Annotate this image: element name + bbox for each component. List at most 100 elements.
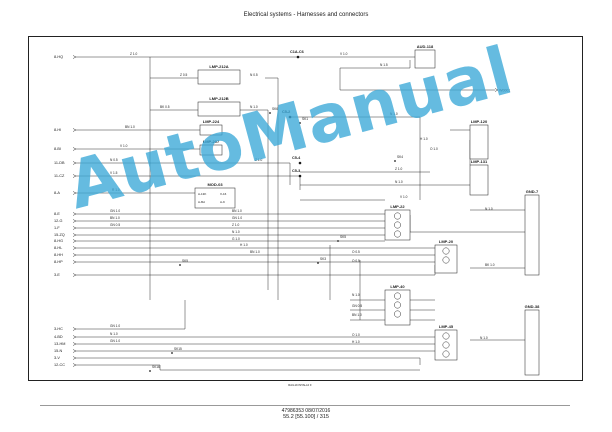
lamp-icon — [394, 212, 401, 220]
connector-arrow-icon — [72, 349, 77, 353]
connector-arrow-icon — [72, 55, 77, 59]
wire-label: Z 1.0 — [130, 52, 137, 56]
footer-code: 47986353 08/07/2016 — [281, 408, 331, 414]
connector-arrow-icon — [72, 273, 77, 277]
wire-label: Z 0.5 — [180, 73, 187, 77]
connector-arrow-icon — [72, 253, 77, 257]
connector-dot-icon — [288, 115, 292, 119]
splice-dot-icon — [149, 370, 151, 372]
connector-arrow-icon — [72, 226, 77, 230]
component-label: LMP-131 — [471, 159, 488, 164]
wire-label: R 1.0 — [112, 188, 120, 192]
wire — [76, 357, 421, 365]
module-pin-label: A-8H — [198, 200, 205, 204]
connector-arrow-icon — [72, 191, 77, 195]
connector-arrow-icon — [72, 356, 77, 360]
component-label: LMP-20 — [439, 239, 454, 244]
wire-label: GN 1.0 — [232, 216, 242, 220]
left-connector-label: 3-V — [54, 356, 60, 360]
wire — [339, 68, 495, 91]
left-connector-label: 8-E — [54, 212, 60, 216]
component-label: GND-38 — [525, 304, 540, 309]
component-label: LMP-120 — [471, 119, 488, 124]
connector-arrow-icon — [72, 128, 77, 132]
inline-connector-label: C5-3 — [292, 169, 300, 173]
wire-label: GN 1.0 — [110, 339, 120, 343]
splice-label: SK16 — [152, 365, 160, 369]
left-connector-label: 12-G — [54, 219, 62, 223]
left-connector-label: 8-HP — [54, 260, 63, 264]
component-box — [434, 244, 458, 274]
wire-label: O 1.0 — [352, 333, 360, 337]
splice-label: SK6 — [272, 107, 278, 111]
wire-label: O 1.0 — [430, 147, 438, 151]
wire-label: V 1.0 — [120, 144, 128, 148]
connector-arrow-icon — [72, 246, 77, 250]
diagram-reference: RAIL19 INTALL0 F — [288, 383, 312, 387]
connector-arrow-icon — [72, 233, 77, 237]
splice-dot-icon — [394, 160, 396, 162]
component-label: LMP-212B — [209, 96, 228, 101]
left-connector-label: 8-HQ — [54, 55, 63, 59]
wire-label: BN 1.0 — [352, 313, 362, 317]
splice-label: SK1 — [302, 117, 308, 121]
wire-label: O 0.5 — [352, 250, 360, 254]
diagram-frame — [28, 36, 583, 381]
connector-dot-icon — [298, 174, 302, 178]
wire-label: O 0.5 — [352, 259, 360, 263]
splice-label: SK15 — [174, 347, 182, 351]
wire-label: GN 1.0 — [110, 324, 120, 328]
connector-arrow-icon — [72, 147, 77, 151]
component-box — [434, 329, 458, 361]
wire-label: BN 1.0 — [125, 125, 135, 129]
wire — [409, 215, 470, 233]
wire — [290, 116, 421, 200]
component-label: MOD-03 — [207, 182, 223, 187]
component-box — [469, 164, 489, 196]
module-pin-label: A-9 — [220, 200, 225, 204]
wire-label: V 1.5 — [110, 171, 118, 175]
left-connector-label: 12-CC — [54, 363, 65, 367]
wire-label: N 1.0 — [390, 112, 398, 116]
left-connector-label: 15-ZQ — [54, 233, 65, 237]
component-label: LMP-22 — [390, 204, 405, 209]
left-connector-label: 13-HM — [54, 342, 65, 346]
module-pin-label: X-16 — [220, 192, 227, 196]
component-box — [524, 309, 540, 376]
left-connector-label: 4-BD — [54, 335, 63, 339]
wire-label: H 1.0 — [240, 243, 248, 247]
page-header: Electrical systems - Harnesses and conne… — [243, 12, 369, 18]
component-label: LMP-224 — [203, 119, 220, 124]
component-box — [414, 49, 436, 69]
component-label: AUD-118 — [417, 44, 434, 49]
wire-label: N 1.5 — [380, 63, 388, 67]
connector-arrow-icon — [72, 335, 77, 339]
wire-label: G 1.0 — [232, 237, 240, 241]
wire-label: N 1.0 — [395, 180, 403, 184]
left-connector-label: 11-DB — [54, 161, 65, 165]
wire-label: N 1.0 — [110, 332, 118, 336]
component-box — [197, 69, 241, 85]
connector-arrow-icon — [72, 342, 77, 346]
wire-label: H 1.0 — [420, 137, 428, 141]
splice-dot-icon — [317, 262, 319, 264]
lamp-icon — [394, 310, 401, 318]
component-box — [197, 101, 241, 117]
wire-label: BN 1.0 — [232, 209, 242, 213]
wire-label: Z 1.0 — [232, 223, 239, 227]
right-connector-label: W0001 — [499, 89, 510, 93]
lamp-icon — [442, 256, 450, 264]
lamp-icon — [442, 332, 450, 340]
left-connector-label: 8-A — [54, 191, 60, 195]
wire-label: BK 1.0 — [485, 263, 495, 267]
left-connector-label: 1-F — [54, 226, 60, 230]
wire — [76, 300, 186, 330]
lamp-icon — [394, 221, 401, 229]
wire-label: GN 1.0 — [110, 209, 120, 213]
component-label: LMP-40 — [390, 284, 405, 289]
connector-arrow-icon — [72, 260, 77, 264]
wire-label: Z 1.0 — [255, 158, 262, 162]
splice-dot-icon — [171, 352, 173, 354]
lamp-icon — [442, 341, 450, 349]
